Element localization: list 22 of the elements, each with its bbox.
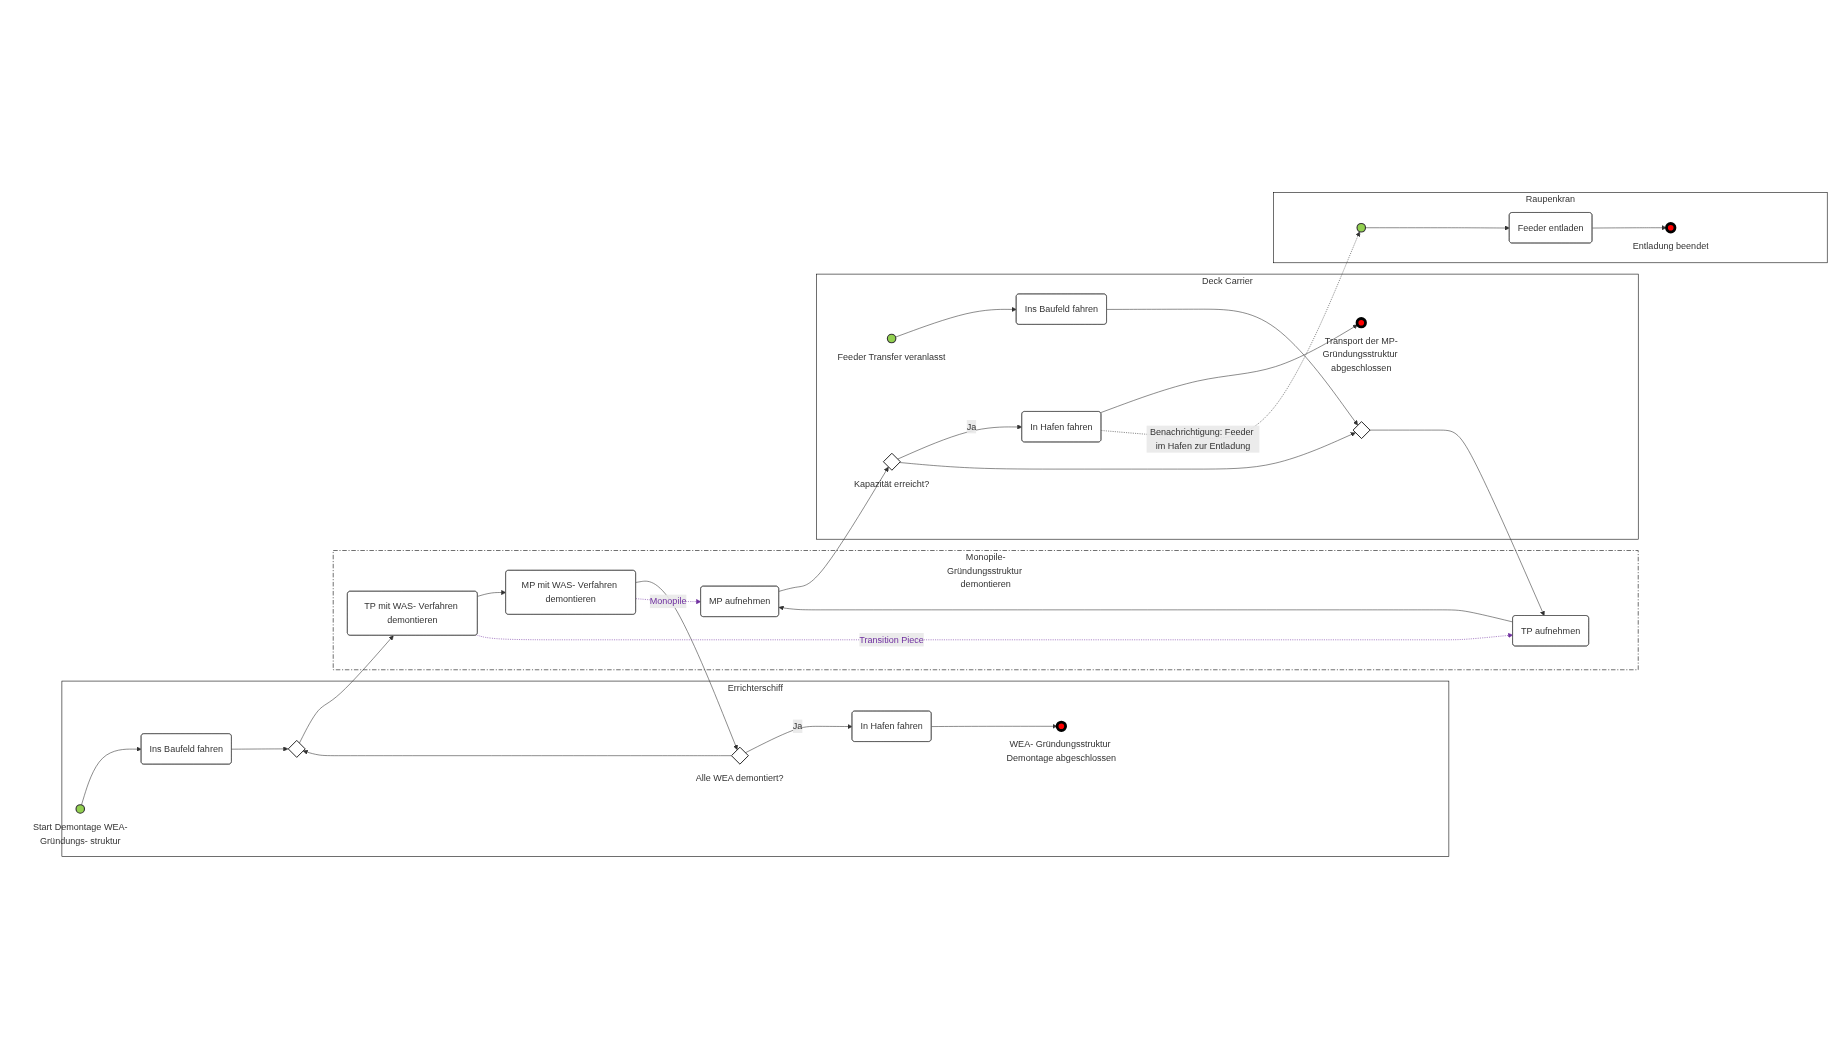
edge-label: Transition Piece [859,634,924,645]
edge-label: Ja [792,721,803,731]
node-label: WEA- Gründungsstruktur Demontage abgeschlossen [1006,739,1117,763]
node-label: Alle WEA demontiert? [695,773,784,783]
node-diamond [731,746,749,765]
node-circle [1055,720,1067,732]
node-label: Start Demontage WEA-Gründungs- struktur [33,822,128,846]
edge-label: Ja [966,421,977,432]
node-circle [886,333,897,344]
node-circle [1356,222,1367,233]
node-circle [75,804,86,814]
node-label: Feeder Transfer veranlasst [837,351,946,362]
node-label: Entladung beendet [1632,241,1709,251]
node-diamond [882,452,901,471]
node-circle [1355,317,1367,329]
node-diamond [1352,421,1371,439]
edge-label: Monopile [649,596,687,606]
node-diamond [287,740,306,758]
node-label: Kapazität erreicht? [853,479,930,489]
node-label: Transport der MP-Gründungsstruktur abgeschlossen [1322,335,1398,373]
node-circle [1665,222,1677,234]
edge-label: Benachrichtigung: Feeder im Hafen zur Entladung [1149,427,1254,451]
